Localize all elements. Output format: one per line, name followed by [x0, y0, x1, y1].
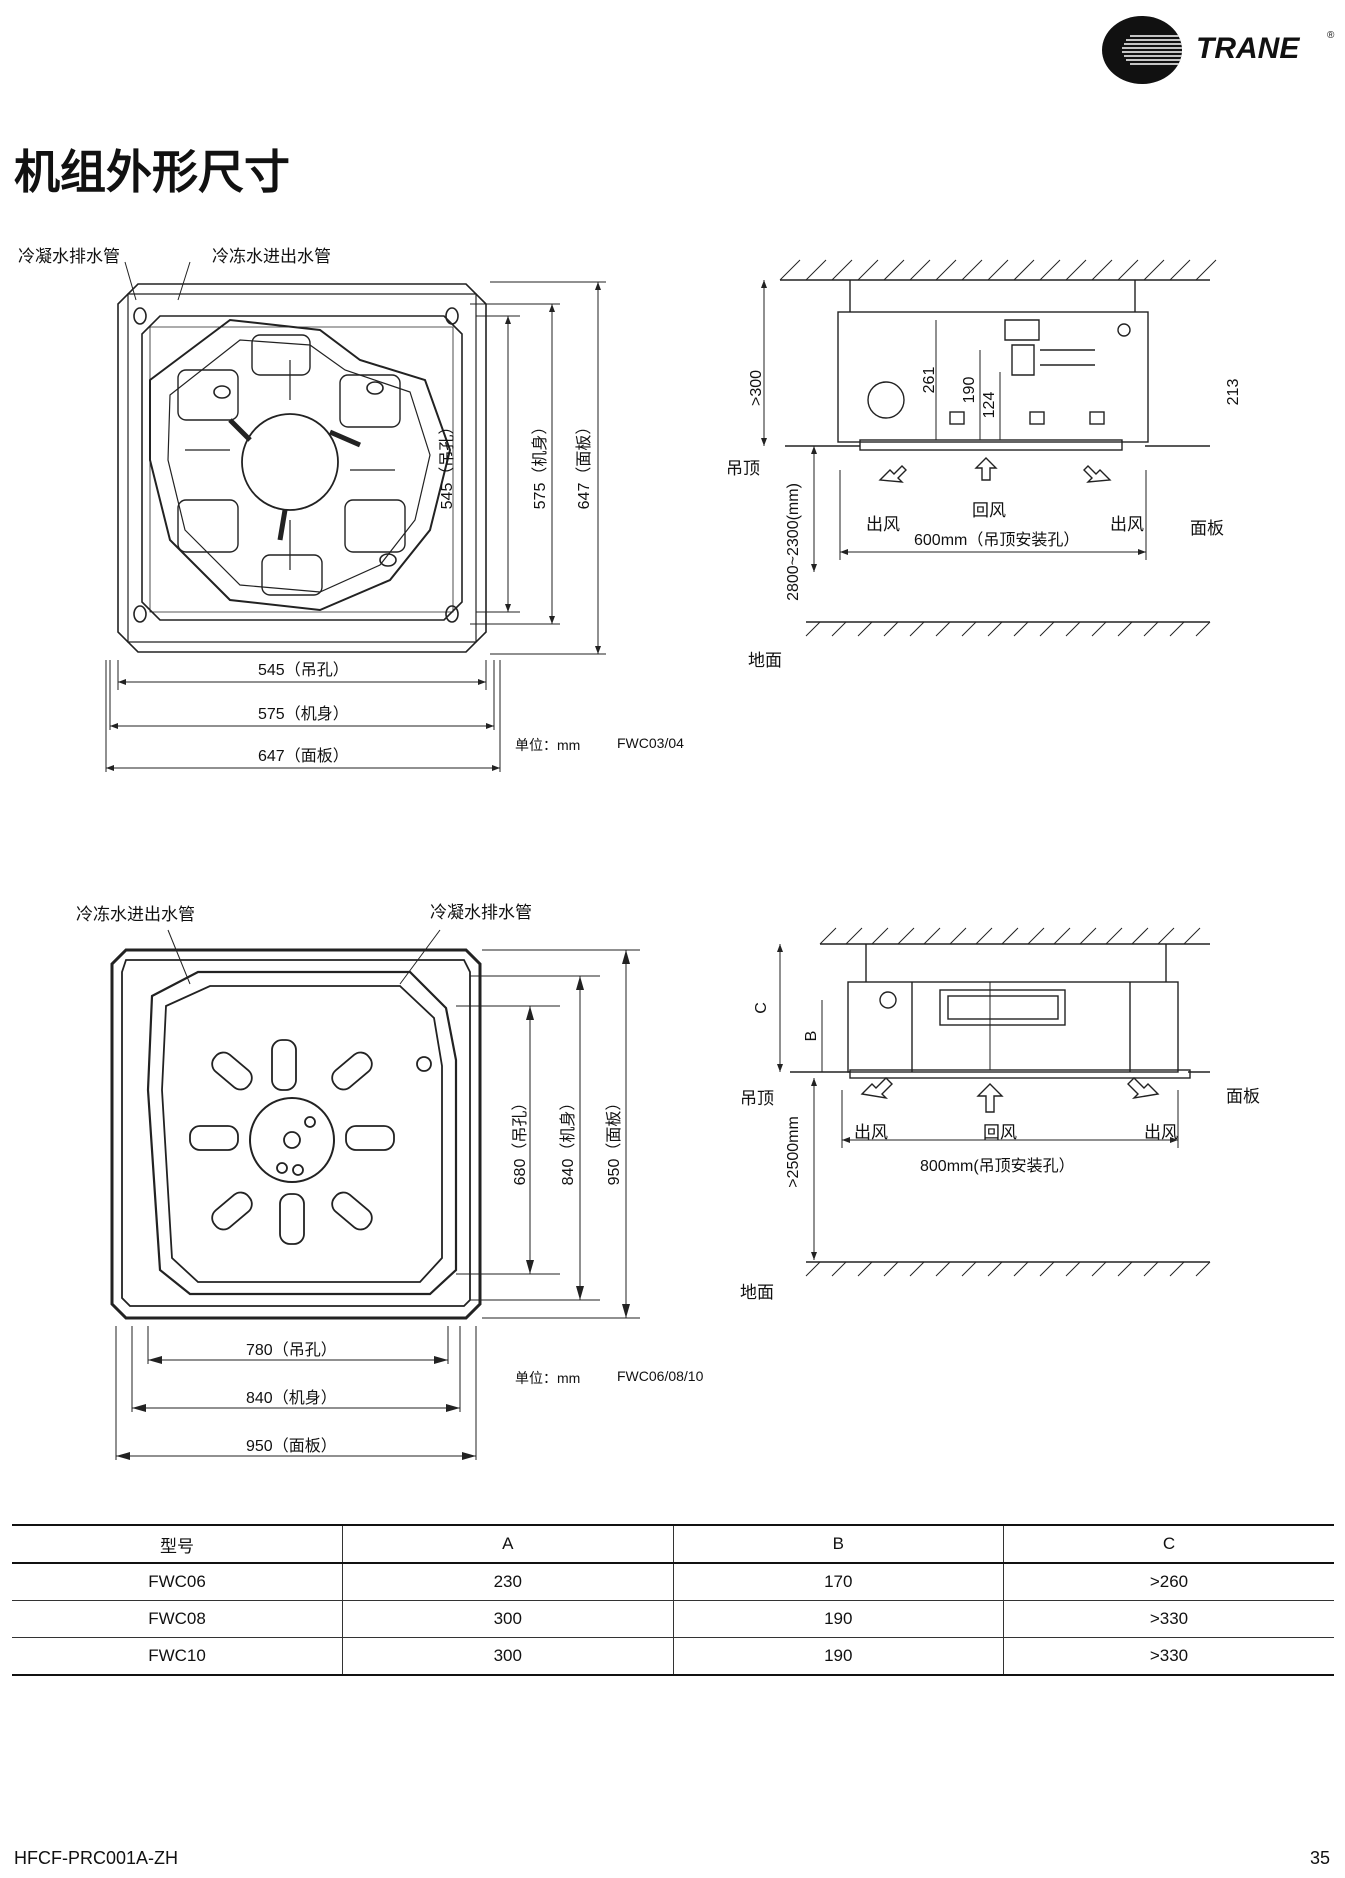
- label-panel-1: 面板: [1190, 519, 1224, 538]
- dim-body-575-h: 575（机身）: [258, 706, 349, 723]
- table-row: FWC10 300 190 >330: [12, 1637, 1334, 1675]
- table-cell: >330: [1003, 1637, 1334, 1675]
- dim-124: 124: [981, 391, 998, 419]
- dim-hanger-545-v: 545（吊孔）: [439, 418, 456, 510]
- label-return-2: 回风: [983, 1123, 1017, 1142]
- dim-c: C: [753, 1002, 770, 1014]
- table-header-row: 型号 A B C: [12, 1525, 1334, 1563]
- label-ceiling-1: 吊顶: [726, 459, 760, 478]
- dim-ceiling-hole-600: 600mm（吊顶安装孔）: [914, 532, 1080, 549]
- dim-hanger-545-h: 545（吊孔）: [258, 662, 349, 679]
- label-panel-2: 面板: [1226, 1087, 1260, 1106]
- label-outlet-left-2: 出风: [854, 1123, 888, 1142]
- dim-190: 190: [961, 376, 978, 404]
- model-note-2: FWC06/08/10: [617, 1368, 704, 1384]
- brand-logo: TRANE ®: [1100, 14, 1335, 84]
- label-outlet-left-1: 出风: [866, 515, 900, 534]
- dim-hanger-780-h: 780（吊孔）: [246, 1342, 337, 1359]
- dim-213: 213: [1225, 378, 1242, 406]
- table-cell: 300: [342, 1600, 673, 1638]
- label-chilled-water-pipe-2: 冷冻水进出水管: [76, 905, 195, 924]
- table-cell: 230: [342, 1563, 673, 1601]
- dim-body-840-h: 840（机身）: [246, 1390, 337, 1407]
- table-cell: 300: [342, 1637, 673, 1675]
- label-floor-2: 地面: [740, 1283, 774, 1302]
- doc-code: HFCF-PRC001A-ZH: [14, 1848, 179, 1868]
- table-cell: FWC08: [148, 1609, 206, 1628]
- label-ceiling-2: 吊顶: [740, 1089, 774, 1108]
- table-header: B: [672, 1525, 1004, 1563]
- label-outlet-right-2: 出风: [1144, 1123, 1178, 1142]
- dim-panel-647-h: 647（面板）: [258, 748, 349, 765]
- label-floor-1: 地面: [748, 651, 782, 670]
- table-header: A: [342, 1525, 673, 1563]
- fwc03-top-view: [105, 261, 606, 772]
- table-cell: FWC06: [148, 1572, 206, 1591]
- label-drain-pipe: 冷凝水排水管: [18, 247, 120, 266]
- table-row: FWC06 230 170 >260: [12, 1563, 1334, 1601]
- fwc03-side-view: [761, 259, 1217, 637]
- dim-gt300: >300: [748, 369, 765, 407]
- label-outlet-right-1: 出风: [1110, 515, 1144, 534]
- dim-panel-647-v: 647（面板）: [576, 418, 593, 510]
- dim-panel-950-v: 950（面板）: [606, 1094, 623, 1186]
- table-cell: 190: [672, 1600, 1004, 1638]
- table-cell: FWC10: [148, 1646, 206, 1665]
- table-cell: 170: [672, 1563, 1004, 1601]
- dim-body-840-v: 840（机身）: [560, 1094, 577, 1186]
- dim-ceiling-hole-800: 800mm(吊顶安装孔）: [920, 1158, 1075, 1175]
- brand-name: TRANE: [1196, 32, 1300, 65]
- table-header: C: [1003, 1525, 1334, 1563]
- trane-globe-icon: [1102, 16, 1182, 84]
- label-drain-pipe-2: 冷凝水排水管: [430, 903, 532, 922]
- table-header: 型号: [160, 1536, 194, 1556]
- table-cell: 190: [672, 1637, 1004, 1675]
- dim-body-575-v: 575（机身）: [532, 418, 549, 510]
- dim-panel-950-h: 950（面板）: [246, 1438, 337, 1455]
- model-note-1: FWC03/04: [617, 735, 684, 751]
- dim-b: B: [803, 1030, 820, 1042]
- label-chilled-water-pipe: 冷冻水进出水管: [212, 247, 331, 266]
- table-row: FWC08 300 190 >330: [12, 1600, 1334, 1638]
- page-title: 机组外形尺寸: [14, 145, 290, 199]
- dim-261: 261: [921, 366, 938, 394]
- spec-table: 型号 A B C FWC06 230 170 >260 FWC08 300 19…: [12, 1524, 1334, 1676]
- table-cell: >260: [1003, 1563, 1334, 1601]
- unit-note-1: 单位：mm: [515, 737, 581, 753]
- table-cell: >330: [1003, 1600, 1334, 1638]
- dim-hanger-680-v: 680（吊孔）: [512, 1094, 529, 1186]
- dim-install-height-2: >2500mm: [785, 1116, 802, 1188]
- fwc06-top-view: [110, 929, 640, 1460]
- dim-install-height-1: 2800~2300(mm): [785, 483, 802, 601]
- unit-note-2: 单位：mm: [515, 1370, 581, 1386]
- label-return-1: 回风: [972, 501, 1006, 520]
- page-number: 35: [1310, 1848, 1331, 1868]
- brand-reg: ®: [1327, 30, 1335, 41]
- fwc06-side-view: [777, 927, 1211, 1277]
